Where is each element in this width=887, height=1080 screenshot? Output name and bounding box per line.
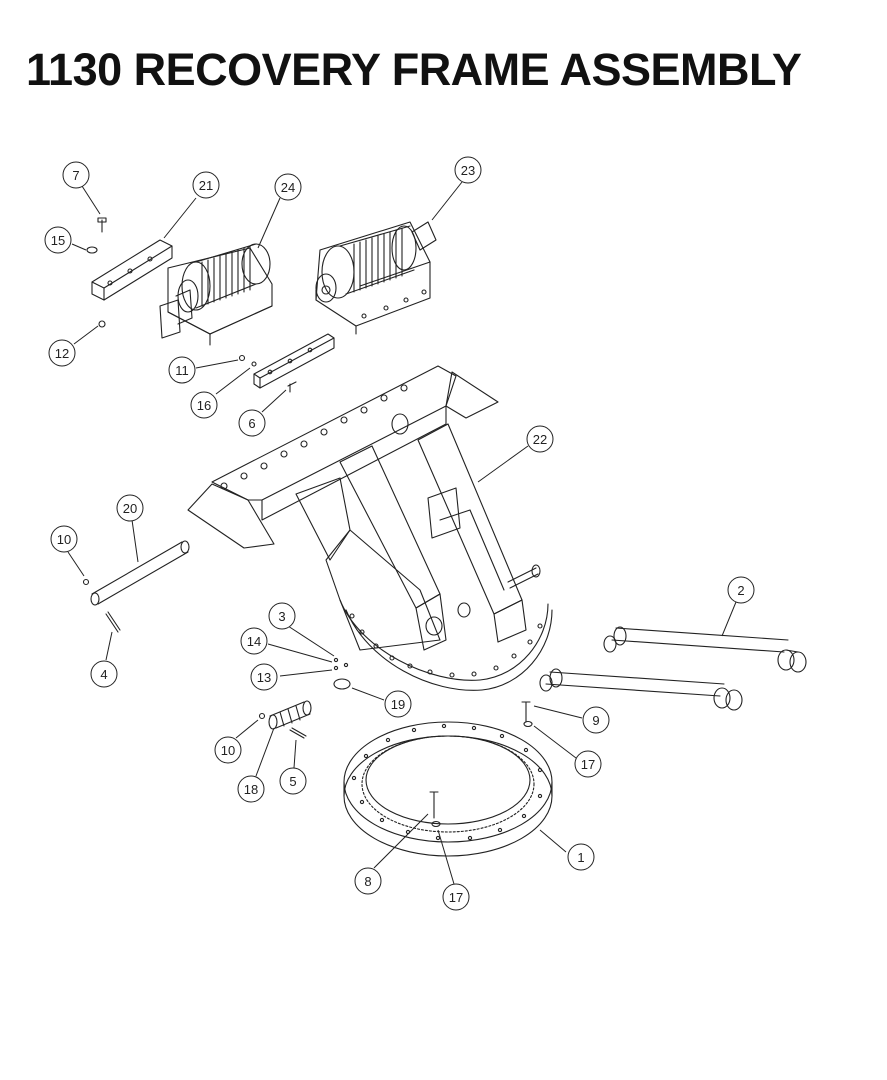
callout-20: 20	[116, 494, 144, 522]
callout-8: 8	[354, 867, 382, 895]
angle-bracket-part	[91, 239, 173, 301]
callouts: 7 21 24 23 15 12 11 16 6 22 20 10 2 3 14…	[44, 156, 755, 911]
page-title: 1130 RECOVERY FRAME ASSEMBLY	[26, 44, 802, 95]
callout-10-lower: 10	[214, 736, 242, 764]
callout-label-4: 4	[100, 667, 107, 682]
callout-label-2: 2	[737, 583, 744, 598]
small-hardware-middle	[258, 657, 533, 739]
main-frame-part	[187, 365, 553, 691]
leader-lines	[67, 181, 737, 885]
slewing-ring-part	[343, 721, 553, 857]
callout-label-19: 19	[391, 697, 405, 712]
callout-label-9: 9	[592, 713, 599, 728]
long-pin-part	[90, 540, 190, 606]
callout-17-right: 17	[574, 750, 602, 778]
callout-3: 3	[268, 602, 296, 630]
winch-right-part	[315, 221, 437, 335]
callout-18: 18	[237, 775, 265, 803]
callout-label-5: 5	[289, 774, 296, 789]
callout-14: 14	[240, 627, 268, 655]
callout-16: 16	[190, 391, 218, 419]
callout-6: 6	[238, 409, 266, 437]
callout-label-15: 15	[51, 233, 65, 248]
callout-19: 19	[384, 690, 412, 718]
callout-label-10-lower: 10	[221, 743, 235, 758]
callout-label-22: 22	[533, 432, 547, 447]
callout-2: 2	[727, 576, 755, 604]
callout-17-lower: 17	[442, 883, 470, 911]
callout-label-10-upper: 10	[57, 532, 71, 547]
winch-left-part	[159, 243, 273, 346]
mounting-strip-part	[253, 333, 335, 389]
callout-12: 12	[48, 339, 76, 367]
callout-label-6: 6	[248, 416, 255, 431]
cotter-pin-part	[105, 611, 121, 633]
callout-11: 11	[168, 356, 196, 384]
callout-label-13: 13	[257, 670, 271, 685]
callout-15: 15	[44, 226, 72, 254]
callout-10-upper: 10	[50, 525, 78, 553]
callout-label-17-lower: 17	[449, 890, 463, 905]
callout-21: 21	[192, 171, 220, 199]
callout-7: 7	[62, 161, 90, 189]
callout-label-23: 23	[461, 163, 475, 178]
retaining-clip-part	[82, 578, 90, 586]
callout-24: 24	[274, 173, 302, 201]
callout-22: 22	[526, 425, 554, 453]
callout-23: 23	[454, 156, 482, 184]
callout-label-12: 12	[55, 346, 69, 361]
callout-label-7: 7	[72, 168, 79, 183]
callout-1: 1	[567, 843, 595, 871]
hydraulic-cylinders-part	[539, 626, 807, 711]
callout-label-16: 16	[197, 398, 211, 413]
callout-label-21: 21	[199, 178, 213, 193]
callout-5: 5	[279, 767, 307, 795]
callout-4: 4	[90, 660, 118, 688]
small-hardware	[86, 217, 297, 393]
callout-label-20: 20	[123, 501, 137, 516]
callout-label-11: 11	[175, 363, 189, 378]
callout-label-18: 18	[244, 782, 258, 797]
callout-label-14: 14	[247, 634, 261, 649]
callout-label-17-right: 17	[581, 757, 595, 772]
callout-label-3: 3	[278, 609, 285, 624]
callout-13: 13	[250, 663, 278, 691]
callout-9: 9	[582, 706, 610, 734]
callout-label-1: 1	[577, 850, 584, 865]
callout-label-24: 24	[281, 180, 295, 195]
callout-label-8: 8	[364, 874, 371, 889]
spring-roller-part	[268, 700, 312, 730]
